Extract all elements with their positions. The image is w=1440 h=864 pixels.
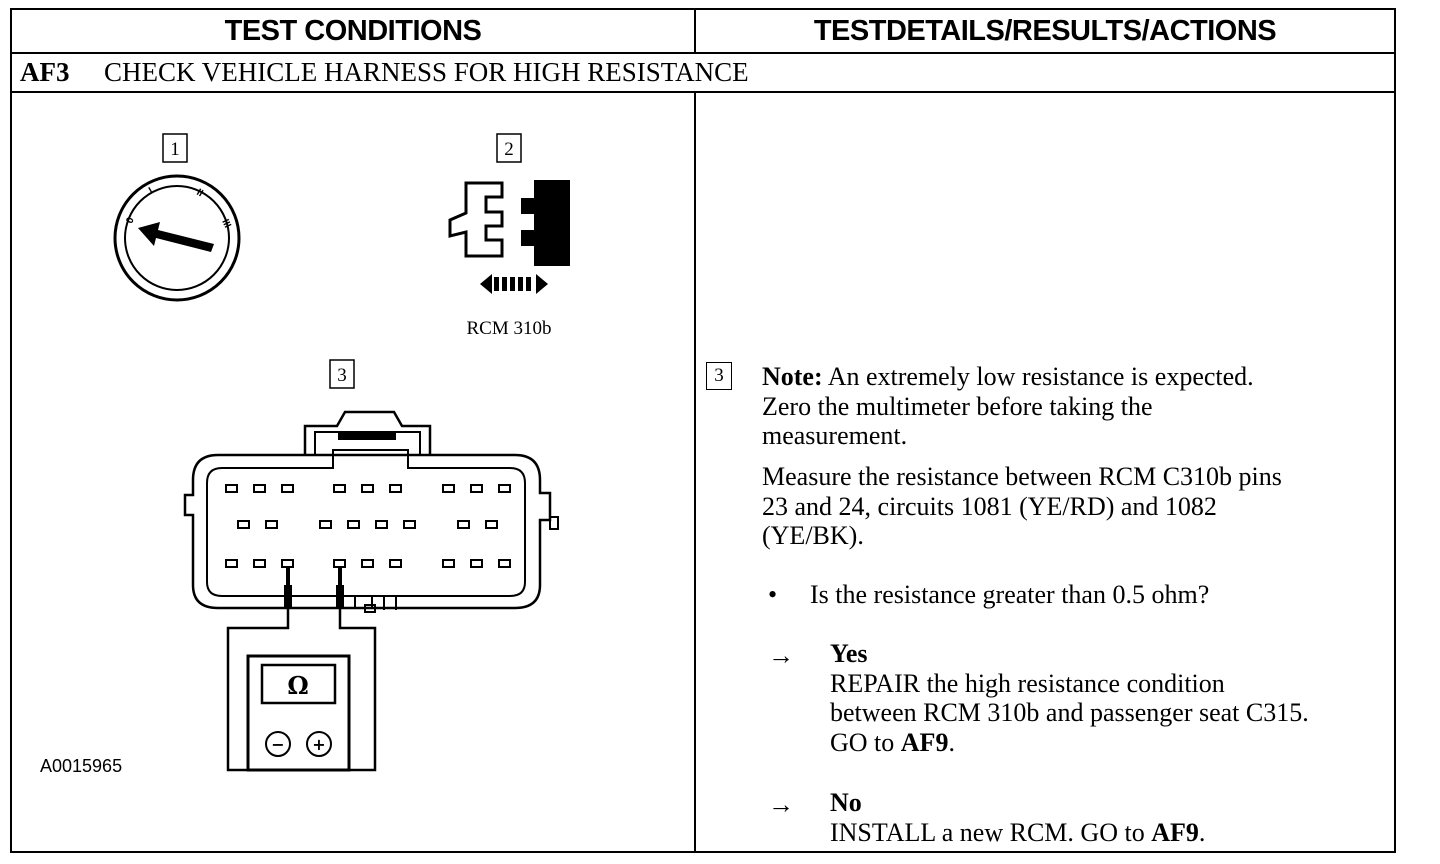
svg-text:2: 2: [504, 139, 514, 160]
ignition-switch-icon: 0 I II III: [113, 174, 241, 302]
step-number-box: 3: [706, 362, 732, 390]
meter-plus: +: [312, 735, 325, 754]
rcm-connector-face: [183, 410, 559, 613]
no-line: INSTALL a new RCM. GO to AF9.: [830, 817, 1206, 847]
step-title: CHECK VEHICLE HARNESS FOR HIGH RESISTANC…: [104, 57, 749, 87]
svg-text:I: I: [147, 186, 155, 197]
test-conditions-illustration: 1 0 I II III 2 RCM 310b 3: [40, 133, 570, 776]
column-divider: [694, 93, 696, 851]
measure-line-3: (YE/BK).: [762, 521, 864, 550]
yes-block: Yes REPAIR the high resistance condition…: [830, 639, 1309, 757]
header-test-details: TESTDETAILS/RESULTS/ACTIONS: [813, 15, 1277, 47]
meter-minus: −: [271, 735, 284, 754]
yes-line-2: between RCM 310b and passenger seat C315…: [830, 698, 1309, 727]
yes-arrow-icon: →: [768, 641, 794, 670]
no-label: No: [830, 788, 862, 817]
meter-symbol: Ω: [287, 671, 308, 700]
note-line-3: measurement.: [762, 421, 908, 450]
yes-label: Yes: [830, 639, 868, 668]
note-block: Note: An extremely low resistance is exp…: [762, 362, 1382, 451]
question-text: Is the resistance greater than 0.5 ohm?: [810, 580, 1210, 609]
svg-text:0: 0: [124, 216, 136, 225]
test-table: TEST CONDITIONS TESTDETAILS/RESULTS/ACTI…: [10, 8, 1396, 853]
svg-text:1: 1: [170, 139, 180, 160]
measure-line-1: Measure the resistance between RCM C310b…: [762, 462, 1282, 491]
connector-label: RCM 310b: [467, 318, 552, 339]
measure-block: Measure the resistance between RCM C310b…: [762, 462, 1382, 551]
callout-2: 2: [496, 133, 522, 163]
no-arrow-icon: →: [768, 790, 794, 819]
question-bullet: •: [768, 580, 778, 609]
measure-line-2: 23 and 24, circuits 1081 (YE/RD) and 108…: [762, 491, 1217, 521]
header-test-conditions: TEST CONDITIONS: [224, 15, 482, 47]
step-id: AF3: [20, 57, 70, 87]
no-block: No INSTALL a new RCM. GO to AF9.: [830, 788, 1205, 847]
note-line-2: Zero the multimeter before taking the: [762, 391, 1153, 421]
step-rule: [12, 91, 1394, 93]
note-line-1: Note: An extremely low resistance is exp…: [762, 362, 1254, 391]
yes-line-1: REPAIR the high resistance condition: [830, 668, 1225, 698]
note-label: Note:: [762, 362, 823, 391]
yes-goto-link[interactable]: AF9: [900, 727, 949, 757]
multimeter-icon: Ω − +: [246, 654, 351, 772]
yes-line-3: GO to AF9.: [830, 727, 955, 757]
callout-3: 3: [329, 359, 355, 389]
no-goto-link[interactable]: AF9: [1151, 817, 1199, 847]
connector-pins: [225, 484, 511, 568]
svg-text:II: II: [195, 187, 206, 199]
header-divider: [694, 10, 696, 52]
callout-1: 1: [162, 133, 188, 163]
svg-text:3: 3: [337, 365, 347, 386]
connector-disconnect-icon: [448, 180, 570, 294]
header-rule: [12, 52, 1394, 54]
figure-id: A0015965: [40, 756, 122, 776]
meter-leads: [226, 566, 377, 772]
